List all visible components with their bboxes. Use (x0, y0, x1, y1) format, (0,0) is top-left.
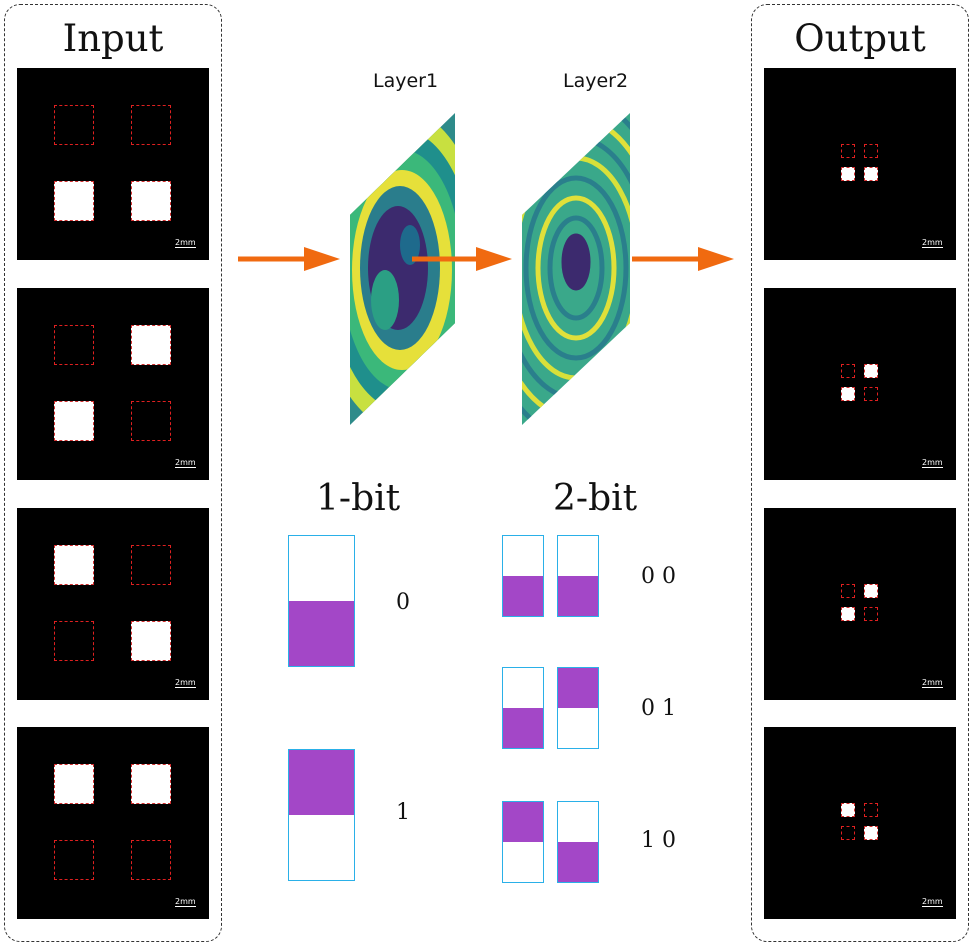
input-pattern-4: 2mm (17, 727, 209, 919)
output-title: Output (794, 17, 926, 60)
input-pattern-1: 2mm (17, 68, 209, 260)
two-bit-cell-01-b (557, 667, 599, 749)
detector-region-lit (54, 181, 94, 221)
cell-fill (558, 576, 598, 616)
one-bit-code-1: 1 (396, 800, 410, 825)
cell-fill (503, 708, 543, 748)
detector-region-lit (131, 621, 171, 661)
detector-region-lit (54, 401, 94, 441)
detector-region-lit (864, 364, 878, 378)
detector-region-empty (131, 545, 171, 585)
scale-bar: 2mm (175, 897, 196, 907)
detector-region-empty (864, 607, 878, 621)
detector-region-empty (841, 364, 855, 378)
two-bit-cell-01-a (502, 667, 544, 749)
layer2-phase-mask (522, 113, 630, 425)
layer2-label: Layer2 (563, 70, 629, 92)
detector-region-empty (54, 621, 94, 661)
detector-region-lit (54, 545, 94, 585)
input-pattern-3: 2mm (17, 508, 209, 700)
cell-fill (558, 668, 598, 708)
detector-region-lit (864, 167, 878, 181)
arrow-layer2-to-output (632, 247, 734, 271)
cell-fill (289, 750, 354, 815)
output-pattern-4: 2mm (764, 727, 956, 919)
two-bit-cell-00-a (502, 535, 544, 617)
detector-region-lit (864, 826, 878, 840)
two-bit-title: 2-bit (553, 478, 638, 519)
detector-region-lit (131, 325, 171, 365)
scale-bar: 2mm (175, 458, 196, 468)
scale-bar: 2mm (922, 458, 943, 468)
scale-bar: 2mm (175, 238, 196, 248)
detector-region-empty (864, 803, 878, 817)
layer1-phase-mask (350, 113, 455, 425)
output-pattern-3: 2mm (764, 508, 956, 700)
two-bit-code-01: 0 1 (641, 696, 676, 721)
two-bit-cell-10-a (502, 801, 544, 883)
cell-fill (503, 802, 543, 842)
two-bit-code-00: 0 0 (641, 564, 676, 589)
detector-region-lit (864, 584, 878, 598)
detector-region-lit (54, 764, 94, 804)
scale-bar: 2mm (922, 678, 943, 688)
one-bit-cell-1 (288, 749, 355, 881)
detector-region-empty (131, 840, 171, 880)
detector-region-lit (131, 764, 171, 804)
detector-region-empty (841, 584, 855, 598)
detector-region-empty (54, 840, 94, 880)
two-bit-cell-00-b (557, 535, 599, 617)
detector-region-empty (864, 387, 878, 401)
input-pattern-2: 2mm (17, 288, 209, 480)
detector-region-empty (54, 325, 94, 365)
two-bit-cell-10-b (557, 801, 599, 883)
input-panel: Input (4, 4, 222, 942)
arrow-input-to-layer1 (238, 247, 340, 271)
scale-bar: 2mm (175, 678, 196, 688)
cell-fill (289, 601, 354, 666)
detector-region-lit (841, 803, 855, 817)
output-pattern-1: 2mm (764, 68, 956, 260)
layer1-label: Layer1 (373, 70, 439, 92)
detector-region-empty (841, 826, 855, 840)
detector-region-empty (864, 144, 878, 158)
scale-bar: 2mm (922, 897, 943, 907)
two-bit-code-10: 1 0 (641, 828, 676, 853)
output-panel: Output (751, 4, 969, 942)
output-pattern-2: 2mm (764, 288, 956, 480)
detector-region-empty (841, 144, 855, 158)
detector-region-empty (131, 105, 171, 145)
detector-region-lit (131, 181, 171, 221)
scale-bar: 2mm (922, 238, 943, 248)
detector-region-lit (841, 387, 855, 401)
cell-fill (503, 576, 543, 616)
detector-region-lit (841, 607, 855, 621)
input-title: Input (62, 17, 164, 60)
cell-fill (558, 842, 598, 882)
one-bit-cell-0 (288, 535, 355, 667)
detector-region-empty (54, 105, 94, 145)
one-bit-title: 1-bit (316, 478, 401, 519)
detector-region-empty (131, 401, 171, 441)
arrow-layer1-to-layer2 (412, 247, 512, 271)
one-bit-code-0: 0 (396, 590, 410, 615)
detector-region-lit (841, 167, 855, 181)
